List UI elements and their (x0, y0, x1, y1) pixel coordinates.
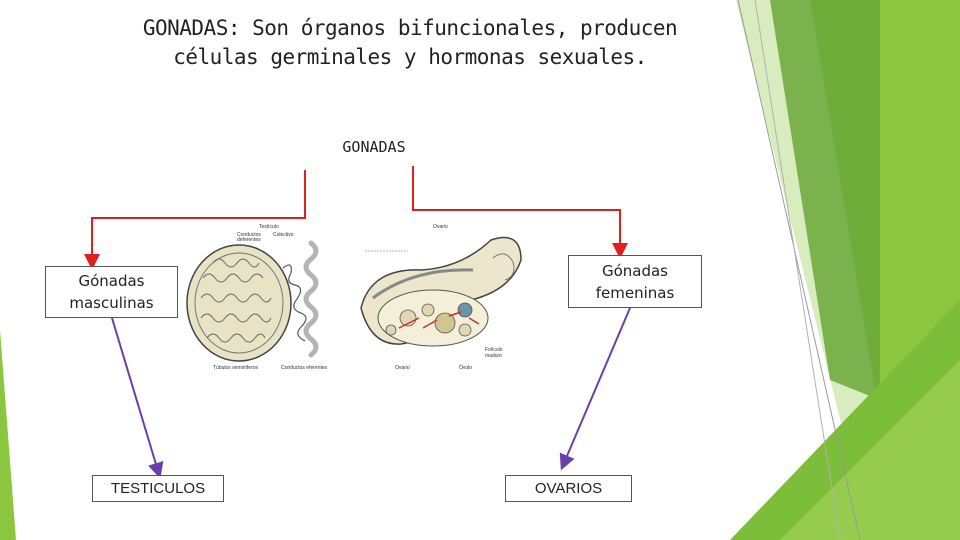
label-foliculo: Folículo (485, 347, 503, 353)
title-line-2: células germinales y hormonas sexuales. (173, 45, 647, 69)
label-conductos-2: deferentes (237, 237, 261, 243)
gonads-illustration: Testículo Conductos deferentes Colectivo… (186, 224, 522, 371)
label-foliculo-2: maduro (485, 353, 502, 359)
connector-female-to-ovarios (559, 307, 631, 471)
label-conductos: Conductos (237, 232, 261, 238)
slide-title: GONADAS: Son órganos bifuncionales, prod… (80, 14, 740, 72)
male-gonads-box: Gónadas masculinas (45, 266, 178, 318)
label-ovario-bottom: Ovario (395, 365, 410, 371)
female-gonads-box: Gónadas femeninas (568, 255, 702, 308)
connector-root-to-male (84, 170, 306, 270)
female-gonads-line-1: Gónadas (601, 261, 668, 280)
connector-root-to-female (412, 166, 628, 259)
female-gonads-line-2: femeninas (595, 283, 675, 302)
green-triangle-pale (780, 360, 960, 540)
divider-line (754, 0, 841, 540)
connector-male-to-testiculos (111, 317, 164, 479)
green-triangle-dark (770, 0, 880, 400)
root-label: GONADAS (342, 138, 406, 156)
male-gonads-line-2: masculinas (69, 294, 154, 312)
divider-line (737, 0, 861, 540)
label-ovulo: Óvulo (459, 364, 472, 371)
label-ovario: Ovario (433, 224, 448, 230)
label-testiculo: Testículo (259, 224, 279, 230)
male-gonads-line-1: Gónadas (78, 272, 145, 290)
label-colectivo: Colectivo (273, 232, 294, 238)
ovarios-box: OVARIOS (505, 475, 632, 502)
title-line-1: GONADAS: Son órganos bifuncionales, prod… (142, 16, 678, 40)
testiculos-box: TESTICULOS (92, 475, 224, 502)
testis-drawing: Testículo Conductos deferentes Colectivo… (186, 224, 328, 371)
ovary-drawing: Ovario Ovario Óvulo Folículo maduro (360, 224, 522, 371)
left-green-sliver (0, 330, 16, 540)
label-conductos-eferentes: Conductos eferentes (281, 365, 328, 371)
label-tubulos: Túbulos seminíferos (213, 365, 259, 371)
